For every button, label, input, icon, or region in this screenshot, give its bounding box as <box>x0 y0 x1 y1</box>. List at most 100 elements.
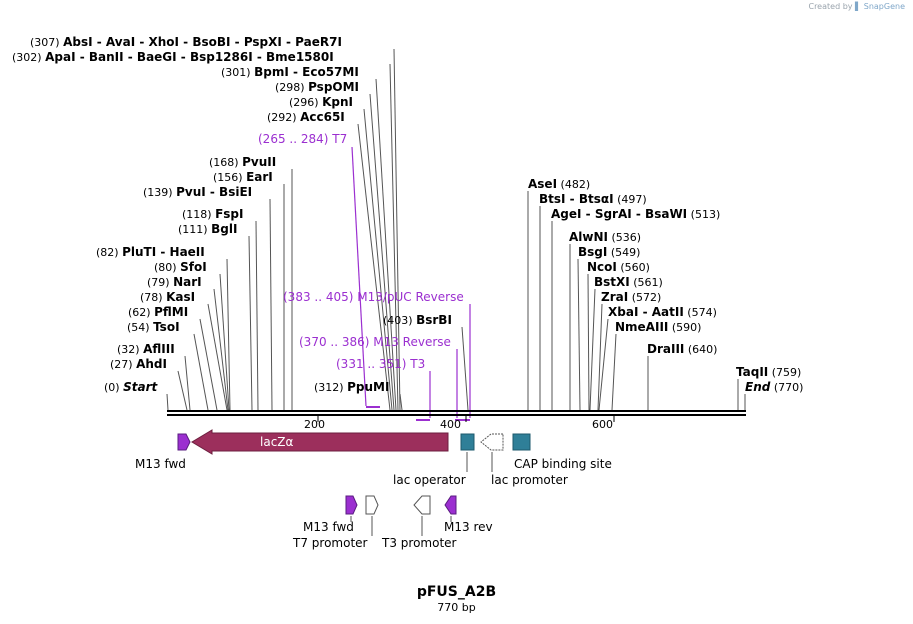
primer-m13-puc-reverse[interactable]: (383 .. 405) M13/pUC Reverse <box>283 290 464 304</box>
site-enzymes: EarI <box>246 170 273 184</box>
site-label-l1[interactable]: (168) PvuII <box>209 155 276 169</box>
site-label-m1[interactable]: (403) BsrBI <box>383 313 452 327</box>
plasmid-size: 770 bp <box>437 601 476 614</box>
site-position: (590) <box>672 321 702 334</box>
site-position: (561) <box>633 276 663 289</box>
site-position: (307) <box>30 36 60 49</box>
site-enzymes: BstXI <box>594 275 630 289</box>
site-enzymes: NmeAIII <box>615 320 668 334</box>
site-enzymes: BglI <box>211 222 237 236</box>
site-position: (111) <box>178 223 208 236</box>
cap-site-box[interactable] <box>512 433 531 451</box>
site-enzymes: NcoI <box>587 260 617 274</box>
site-position: (296) <box>289 96 319 109</box>
t7-promoter-arrow[interactable] <box>365 495 379 515</box>
site-enzymes: ApaI - BanII - BaeGI - Bsp1286I - Bme158… <box>45 50 334 64</box>
site-label-rt7[interactable]: BstXI (561) <box>594 275 663 289</box>
feature-leaders-2 <box>350 516 452 536</box>
primer-leaders <box>351 146 471 418</box>
site-position: (156) <box>213 171 243 184</box>
site-label-r0[interactable]: (307) AbsI - AvaI - XhoI - BsoBI - PspXI… <box>30 35 342 49</box>
site-position: (80) <box>154 261 177 274</box>
site-label-rt9[interactable]: XbaI - AatII (574) <box>608 305 717 319</box>
m13-fwd-label-2: M13 fwd <box>303 520 354 534</box>
tick-marks <box>317 416 615 422</box>
site-label-l4[interactable]: (118) FspI <box>182 207 244 221</box>
site-position: (574) <box>687 306 717 319</box>
primer-bars <box>366 406 470 421</box>
site-position: (292) <box>267 111 297 124</box>
site-enzymes: BpmI - Eco57MI <box>254 65 359 79</box>
site-enzymes: FspI <box>215 207 243 221</box>
site-enzymes: End <box>745 380 771 394</box>
site-position: (301) <box>221 66 251 79</box>
site-label-l7[interactable]: (80) SfoI <box>154 260 207 274</box>
site-label-r2[interactable]: (301) BpmI - Eco57MI <box>221 65 359 79</box>
site-position: (640) <box>688 343 718 356</box>
site-label-l8[interactable]: (79) NarI <box>147 275 202 289</box>
site-label-rt5[interactable]: BsgI (549) <box>578 245 640 259</box>
lacz-label: lacZα <box>260 435 294 449</box>
site-position: (79) <box>147 276 170 289</box>
primer-t3[interactable]: (331 .. 351) T3 <box>336 357 425 371</box>
tick-label-400: 400 <box>440 418 461 431</box>
site-label-rt4[interactable]: AlwNI (536) <box>569 230 641 244</box>
m13-fwd-arrow[interactable] <box>177 433 191 451</box>
site-position: (27) <box>110 358 133 371</box>
site-position: (536) <box>612 231 642 244</box>
site-enzymes: Acc65I <box>300 110 345 124</box>
site-enzymes: AlwNI <box>569 230 608 244</box>
site-label-rt6[interactable]: NcoI (560) <box>587 260 650 274</box>
lac-operator-box[interactable] <box>460 433 475 451</box>
site-label-l14[interactable]: (0) Start <box>104 380 158 394</box>
site-position: (302) <box>12 51 42 64</box>
primer-t7[interactable]: (265 .. 284) T7 <box>258 132 347 146</box>
site-label-r5[interactable]: (292) Acc65I <box>267 110 345 124</box>
site-label-rt11[interactable]: DraIII (640) <box>647 342 717 356</box>
lac-promoter-arrow[interactable] <box>480 433 504 451</box>
site-label-rt12[interactable]: TaqII (759) <box>736 365 801 379</box>
site-enzymes: AgeI - SgrAI - BsaWI <box>551 207 687 221</box>
site-label-l13[interactable]: (27) AhdI <box>110 357 167 371</box>
lacz-arrow[interactable] <box>191 429 449 455</box>
site-position: (32) <box>117 343 140 356</box>
site-label-rt10[interactable]: NmeAIII (590) <box>615 320 701 334</box>
site-position: (770) <box>774 381 804 394</box>
site-label-rt8[interactable]: ZraI (572) <box>601 290 661 304</box>
site-position: (0) <box>104 381 120 394</box>
tick-label-200: 200 <box>304 418 325 431</box>
site-label-r4[interactable]: (296) KpnI <box>289 95 353 109</box>
leader-lines <box>166 48 746 411</box>
site-enzymes: PvuI - BsiEI <box>176 185 252 199</box>
site-label-l10[interactable]: (62) PflMI <box>128 305 188 319</box>
site-label-rt13[interactable]: End (770) <box>745 380 803 394</box>
site-enzymes: KpnI <box>322 95 353 109</box>
site-label-l6[interactable]: (82) PluTI - HaeII <box>96 245 205 259</box>
site-position: (572) <box>632 291 662 304</box>
site-label-rt3[interactable]: AgeI - SgrAI - BsaWI (513) <box>551 207 720 221</box>
site-label-m2[interactable]: (312) PpuMI <box>314 380 389 394</box>
m13-fwd-arrow-2[interactable] <box>345 495 358 515</box>
site-label-rt2[interactable]: BtsI - BtsαI (497) <box>539 192 647 206</box>
site-label-rt1[interactable]: AseI (482) <box>528 177 590 191</box>
site-label-r1[interactable]: (302) ApaI - BanII - BaeGI - Bsp1286I - … <box>12 50 334 64</box>
credit-brand: SnapGene <box>863 2 905 11</box>
site-position: (62) <box>128 306 151 319</box>
site-position: (312) <box>314 381 344 394</box>
site-label-l11[interactable]: (54) TsoI <box>127 320 180 334</box>
site-label-l12[interactable]: (32) AflIII <box>117 342 175 356</box>
site-label-l3[interactable]: (139) PvuI - BsiEI <box>143 185 252 199</box>
m13-rev-arrow[interactable] <box>444 495 457 515</box>
snapgene-credit: Created by ▌ SnapGene <box>808 2 905 11</box>
t3-promoter-arrow[interactable] <box>413 495 431 515</box>
site-enzymes: BsrBI <box>416 313 452 327</box>
site-position: (759) <box>772 366 802 379</box>
site-label-l9[interactable]: (78) KasI <box>140 290 195 304</box>
primer-m13-reverse[interactable]: (370 .. 386) M13 Reverse <box>299 335 451 349</box>
site-label-r3[interactable]: (298) PspOMI <box>275 80 359 94</box>
site-position: (82) <box>96 246 119 259</box>
site-label-l5[interactable]: (111) BglI <box>178 222 237 236</box>
site-label-l2[interactable]: (156) EarI <box>213 170 273 184</box>
t3-promoter-label: T3 promoter <box>381 536 457 550</box>
